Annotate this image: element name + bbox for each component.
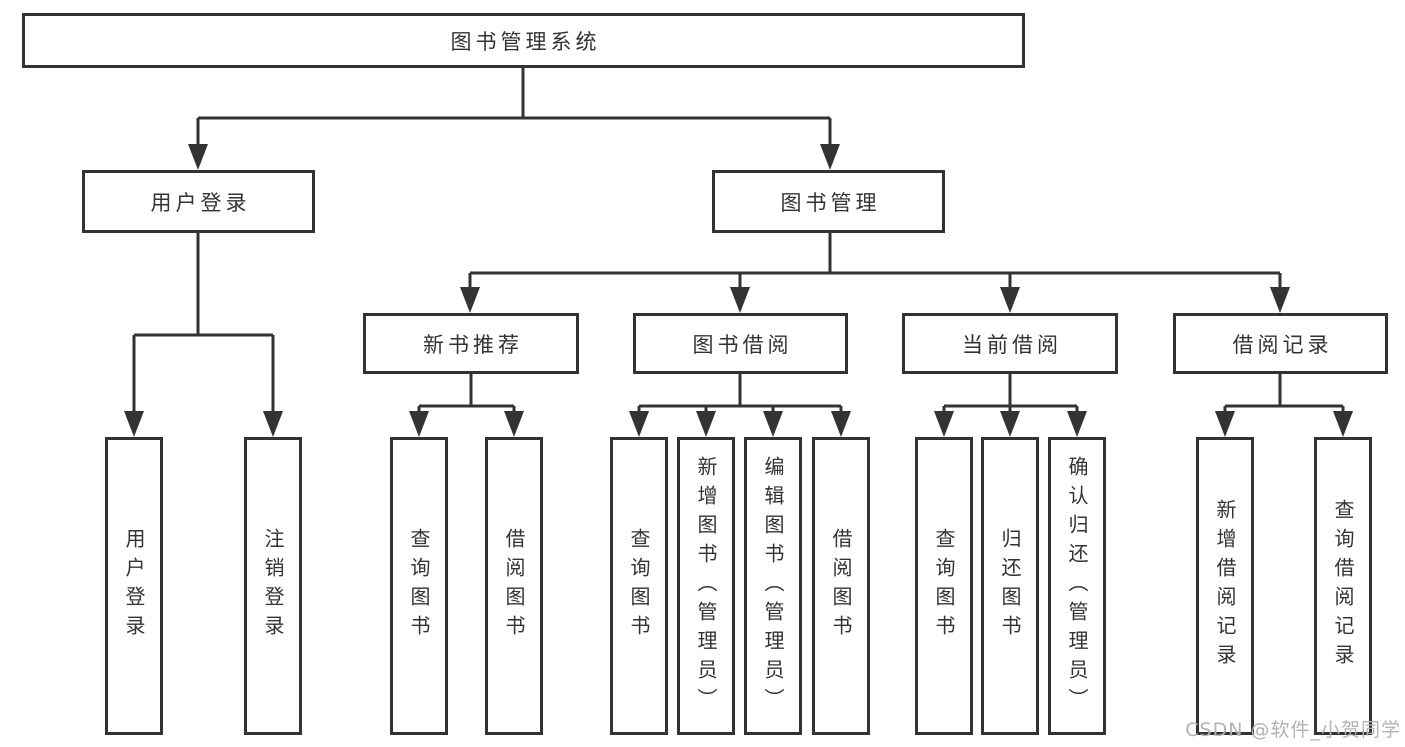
node-borrow-edit-book-label: 编辑图书（管理员） (761, 455, 785, 717)
node-current-borrow: 当前借阅 (902, 313, 1118, 374)
node-leaf-user-login-label: 用户登录 (122, 528, 146, 644)
node-recommend-borrow-book-label: 借阅图书 (502, 528, 526, 644)
node-records-query-record-label: 查询借阅记录 (1331, 499, 1355, 673)
node-user-login-label: 用户登录 (150, 190, 251, 215)
node-current-return-book: 归还图书 (981, 437, 1039, 735)
node-borrow-records-label: 借阅记录 (1232, 332, 1333, 357)
node-borrow-borrow-book: 借阅图书 (812, 437, 870, 735)
node-borrow-query-book: 查询图书 (610, 437, 668, 735)
node-borrow-add-book-label: 新增图书（管理员） (694, 455, 718, 717)
node-current-query-book: 查询图书 (915, 437, 973, 735)
csdn-watermark: CSDN @软件_小贺同学 (1185, 719, 1401, 741)
node-book-management-label: 图书管理 (780, 190, 881, 215)
node-leaf-logout: 注销登录 (244, 437, 302, 735)
node-book-borrow: 图书借阅 (633, 313, 848, 374)
node-borrow-records: 借阅记录 (1173, 313, 1388, 374)
node-root: 图书管理系统 (22, 13, 1025, 68)
node-current-return-book-label: 归还图书 (998, 528, 1022, 644)
node-recommend-query-book: 查询图书 (390, 437, 448, 735)
node-current-confirm-return: 确认归还（管理员） (1048, 437, 1106, 735)
connector-root-to-level2 (188, 68, 840, 170)
node-recommend-query-book-label: 查询图书 (407, 528, 431, 644)
node-recommend-borrow-book: 借阅图书 (485, 437, 543, 735)
node-new-book-recommend: 新书推荐 (363, 313, 579, 374)
node-leaf-user-login: 用户登录 (105, 437, 163, 735)
node-records-add-record-label: 新增借阅记录 (1213, 499, 1237, 673)
node-root-label: 图书管理系统 (450, 29, 601, 54)
node-borrow-add-book: 新增图书（管理员） (677, 437, 735, 735)
node-borrow-query-book-label: 查询图书 (627, 528, 651, 644)
connector-recommend-to-leaves (409, 374, 524, 437)
node-user-login: 用户登录 (82, 170, 315, 233)
node-current-confirm-return-label: 确认归还（管理员） (1065, 455, 1089, 717)
connector-book-management-to-level3 (460, 233, 1290, 313)
node-current-query-book-label: 查询图书 (932, 528, 956, 644)
connector-user-login-to-leaves (124, 233, 283, 437)
connector-current-to-leaves (934, 374, 1087, 437)
node-book-management: 图书管理 (712, 170, 945, 233)
node-records-add-record: 新增借阅记录 (1196, 437, 1254, 735)
node-new-book-recommend-label: 新书推荐 (423, 332, 523, 357)
node-records-query-record: 查询借阅记录 (1314, 437, 1372, 735)
node-borrow-edit-book: 编辑图书（管理员） (744, 437, 802, 735)
node-current-borrow-label: 当前借阅 (962, 332, 1062, 357)
connector-borrow-to-leaves (629, 374, 851, 437)
node-borrow-borrow-book-label: 借阅图书 (829, 528, 853, 644)
connector-records-to-leaves (1215, 374, 1353, 437)
node-leaf-logout-label: 注销登录 (261, 528, 285, 644)
node-book-borrow-label: 图书借阅 (692, 332, 793, 357)
